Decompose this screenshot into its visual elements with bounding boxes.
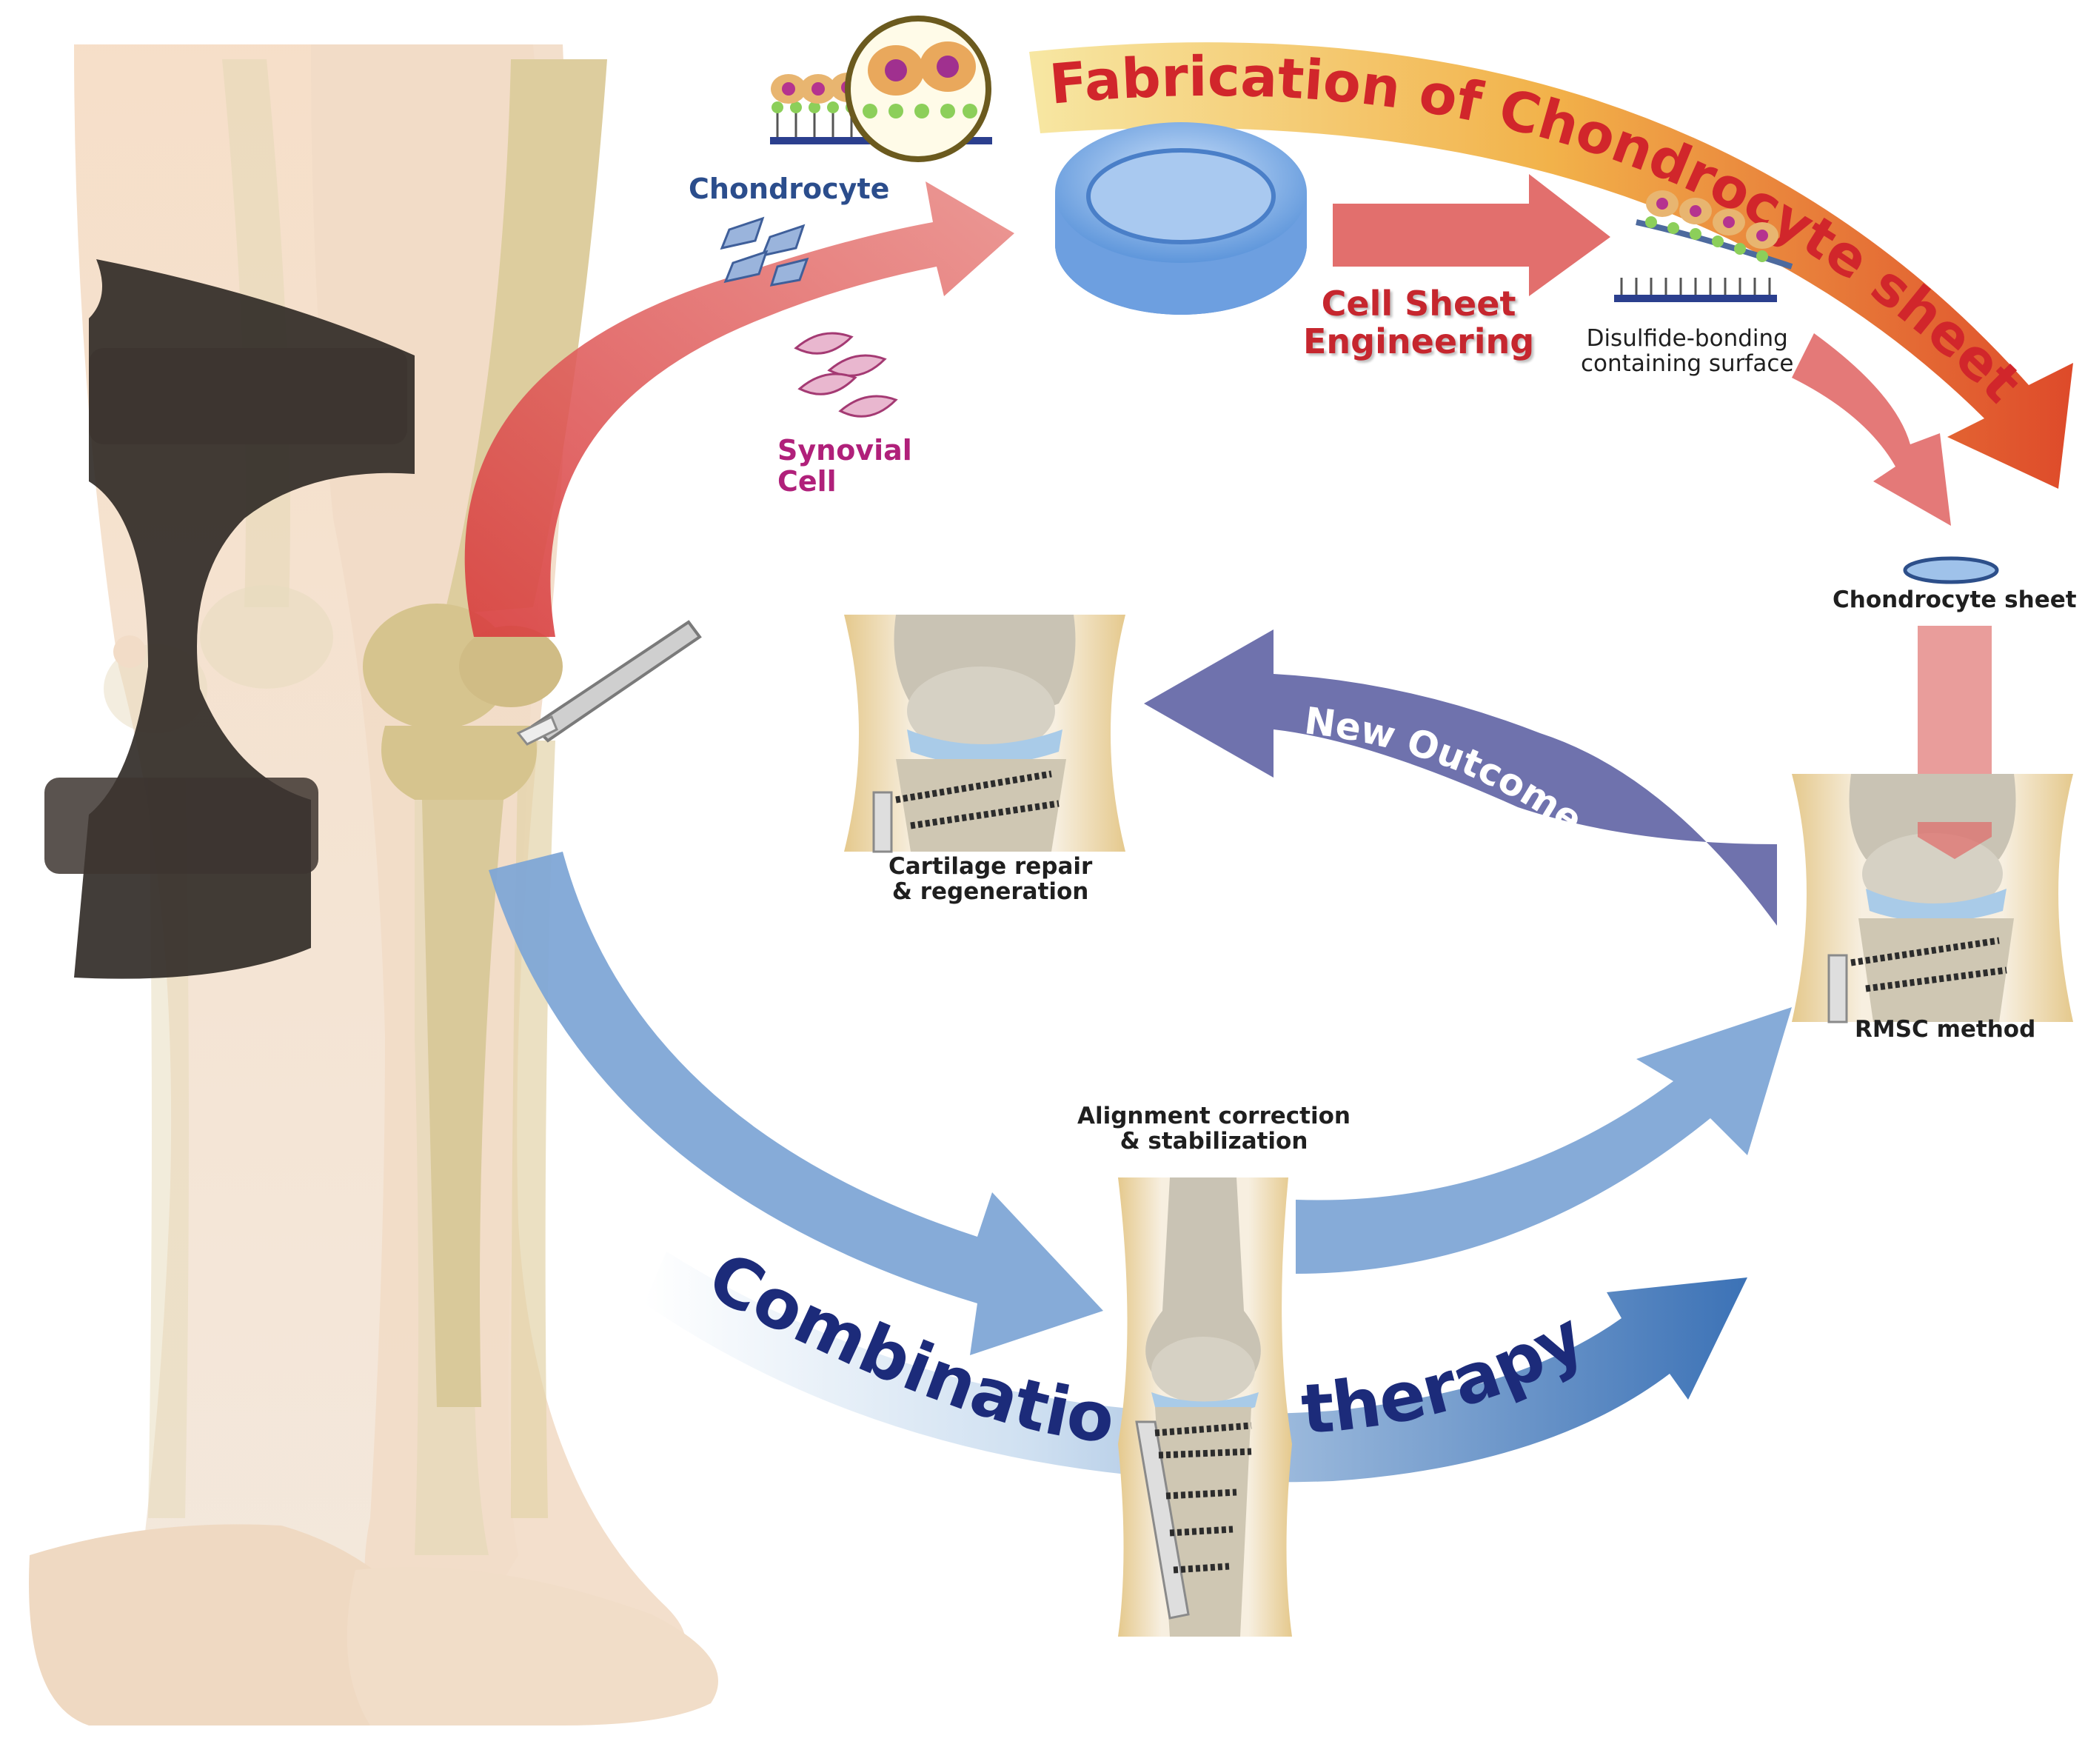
- chondrocyte-sheet-label: Chondrocyte sheet: [1833, 587, 2077, 613]
- synovial-label-line2: Cell: [777, 464, 837, 498]
- cartilage-repair-label: Cartilage repair & regeneration: [888, 854, 1092, 904]
- cell-sheet-engineering-label: Cell Sheet Engineering: [1303, 285, 1534, 360]
- rmsc-knee-panel: [1792, 774, 2073, 1023]
- disulfide-surface-graphic: [1614, 190, 1793, 302]
- cartilage-line2: & regeneration: [891, 878, 1089, 906]
- cartilage-knee-panel: [844, 615, 1125, 853]
- chondrocyte-layer-graphic: [770, 16, 992, 162]
- chondrocyte-cells-icon: [720, 216, 809, 287]
- chondrocyte-sheet-disc: [1903, 556, 1999, 584]
- alignment-line1: Alignment correction: [1077, 1103, 1351, 1129]
- knee-brace: [44, 259, 415, 979]
- harvest-arrow: [464, 181, 1014, 637]
- surface-line1: Disulfide-bonding: [1586, 325, 1788, 352]
- synovial-label-line1: Synovial: [777, 434, 912, 467]
- cell-sheet-line1: Cell Sheet: [1321, 284, 1516, 324]
- engineering-arrow: [1333, 174, 1610, 296]
- culture-dish: [1055, 122, 1307, 315]
- rmsc-method-label: RMSC method: [1855, 1016, 2036, 1043]
- cartilage-line1: Cartilage repair: [888, 853, 1093, 880]
- detach-arrow: [1792, 333, 1951, 526]
- alignment-knee-panel: [1118, 1177, 1292, 1637]
- fabrication-banner-arrow: [1029, 42, 2073, 489]
- synovial-cell-label: Synovial Cell: [777, 435, 912, 498]
- combination-banner-arrow: [644, 1252, 1747, 1483]
- alignment-line2: & stabilization: [1120, 1128, 1308, 1155]
- alignment-correction-label: Alignment correction & stabilization: [1077, 1103, 1351, 1154]
- chondrocyte-label: Chondrocyte: [689, 173, 890, 205]
- synovial-cells-icon: [794, 332, 898, 418]
- disulfide-surface-label: Disulfide-bonding containing surface: [1581, 326, 1793, 376]
- cell-sheet-line2: Engineering: [1303, 321, 1535, 361]
- new-outcome-arrow: [1144, 629, 1777, 926]
- surface-line2: containing surface: [1581, 350, 1794, 378]
- surgery-arrow: [489, 852, 1103, 1355]
- combination-arrow: [1296, 1007, 1792, 1274]
